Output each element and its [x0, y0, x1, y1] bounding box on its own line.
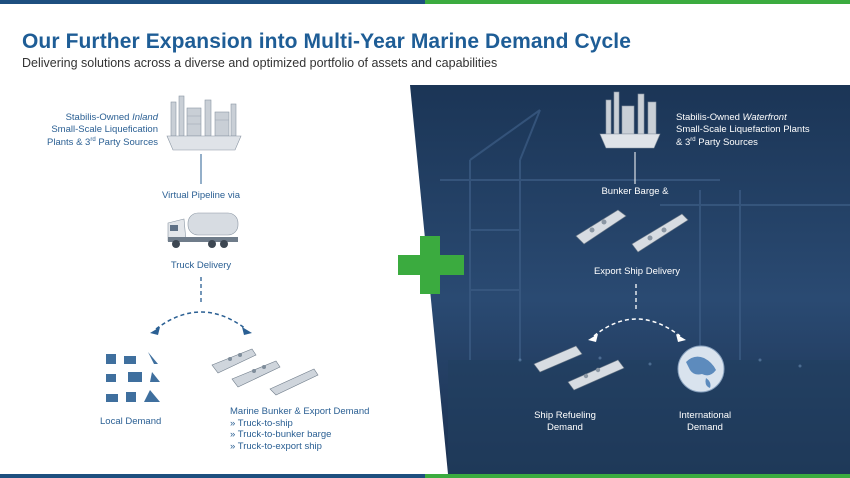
split-arrow-left	[150, 277, 252, 335]
connector-line	[634, 152, 636, 184]
list-item: Truck-to-ship	[230, 418, 390, 430]
page-title: Our Further Expansion into Multi-Year Ma…	[22, 30, 631, 53]
globe-icon	[677, 345, 725, 393]
truck-delivery-label: Truck Delivery	[170, 260, 232, 271]
bottom-accent-bar	[0, 474, 850, 478]
ship-icon	[575, 209, 689, 253]
bunker-barge-label: Bunker Barge &	[601, 186, 669, 197]
truck-icon	[167, 212, 239, 248]
inland-plants-label: Stabilis-Owned Inland Small-Scale Liquef…	[47, 112, 158, 149]
marine-demand-label: Marine Bunker & Export Demand Truck-to-s…	[230, 406, 390, 452]
ship-icon	[533, 345, 625, 391]
page-subtitle: Delivering solutions across a diverse an…	[22, 56, 498, 70]
export-delivery-label: Export Ship Delivery	[593, 266, 681, 277]
top-accent-bar	[0, 0, 850, 4]
local-demand-label: Local Demand	[100, 416, 162, 427]
marine-demand-list: Truck-to-ship Truck-to-bunker barge Truc…	[230, 418, 390, 453]
plus-icon	[398, 236, 464, 294]
list-item: Truck-to-export ship	[230, 441, 390, 453]
plant-icon	[599, 91, 661, 149]
local-demand-icons	[106, 352, 160, 402]
plant-icon	[166, 95, 242, 151]
split-arrow-right	[588, 284, 686, 342]
ship-icon	[211, 348, 319, 396]
waterfront-plants-label: Stabilis-Owned Waterfront Small-Scale Li…	[676, 112, 810, 149]
connector-line	[200, 154, 202, 184]
virtual-pipeline-label: Virtual Pipeline via	[162, 190, 240, 201]
list-item: Truck-to-bunker barge	[230, 429, 390, 441]
